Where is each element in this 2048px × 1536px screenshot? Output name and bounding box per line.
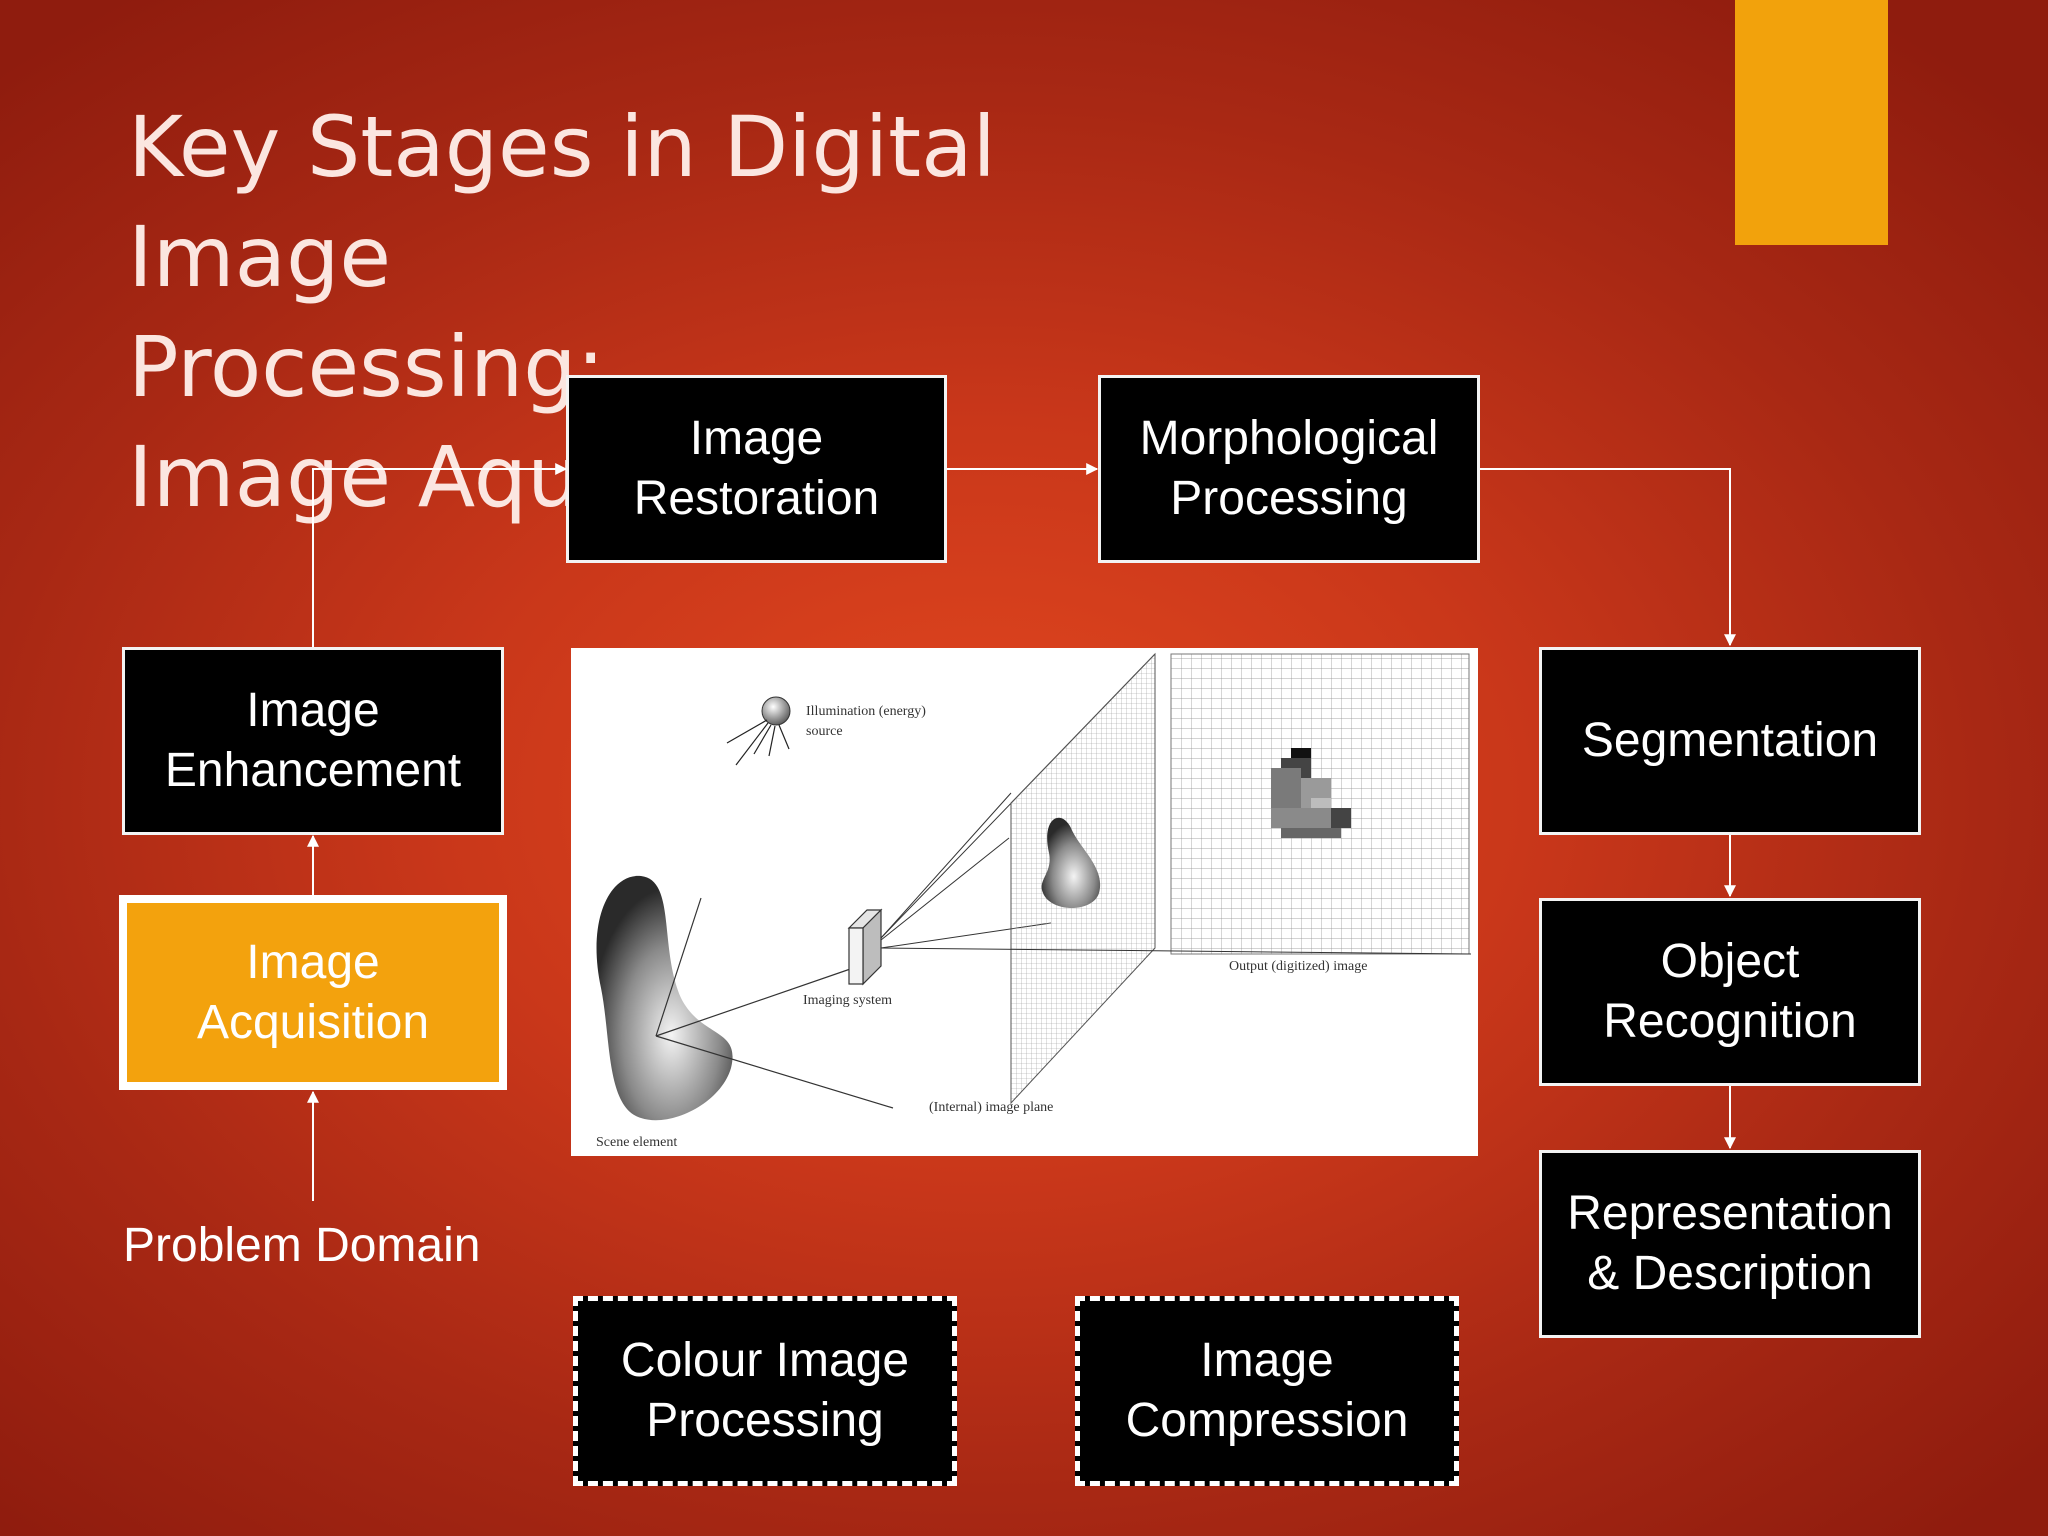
stage-label: Morphological Processing — [1139, 412, 1439, 525]
imaging-system-icon — [847, 908, 883, 986]
label-imaging-system: Imaging system — [803, 993, 892, 1008]
arrow-morphological-to-segmentation — [1479, 468, 1736, 647]
stage-label: Image Restoration — [633, 412, 880, 525]
stage-representation-description: Representation & Description — [1539, 1150, 1921, 1338]
stage-image-restoration: Image Restoration — [566, 375, 947, 563]
accent-bar — [1735, 0, 1888, 245]
stage-image-enhancement: Image Enhancement — [122, 647, 504, 835]
scene-element-shape — [596, 875, 733, 1121]
stage-image-compression: Image Compression — [1075, 1296, 1459, 1486]
stage-object-recognition: Object Recognition — [1539, 898, 1921, 1086]
label-scene-element: Scene element — [596, 1135, 677, 1150]
digitized-shape — [1271, 748, 1351, 838]
stage-label: Segmentation — [1581, 714, 1879, 767]
label-output-image: Output (digitized) image — [1229, 959, 1367, 974]
output-digitized-image — [1170, 653, 1470, 955]
illumination-source-icon — [761, 696, 791, 726]
acquisition-illustration: Illumination (energy) source Imaging sys… — [571, 648, 1478, 1156]
stage-label: Image Enhancement — [164, 684, 462, 797]
stage-colour-image-processing: Colour Image Processing — [573, 1296, 957, 1486]
label-internal-plane: (Internal) image plane — [929, 1100, 1053, 1115]
problem-domain-label: Problem Domain — [123, 1219, 481, 1272]
arrow-enhancement-to-restoration — [312, 463, 568, 647]
stage-segmentation: Segmentation — [1539, 647, 1921, 835]
stage-morphological-processing: Morphological Processing — [1098, 375, 1480, 563]
stage-image-acquisition: Image Acquisition — [119, 895, 507, 1090]
stage-label: Representation & Description — [1567, 1187, 1893, 1300]
label-illumination: Illumination (energy) — [806, 704, 926, 719]
stage-label: Colour Image Processing — [620, 1334, 910, 1447]
stage-label: Image Acquisition — [196, 935, 430, 1049]
label-illumination-source: source — [806, 724, 843, 739]
stage-label: Image Compression — [1125, 1334, 1409, 1447]
stage-label: Object Recognition — [1603, 935, 1857, 1048]
